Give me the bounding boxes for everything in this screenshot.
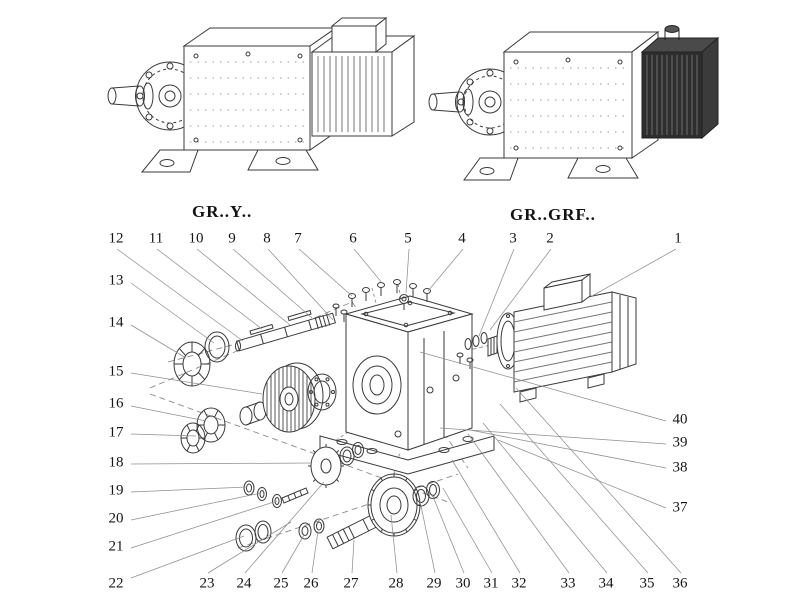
spacer-sleeve <box>239 401 267 426</box>
callout-9: 9 <box>228 230 236 247</box>
shaft-key <box>287 309 312 322</box>
callout-7: 7 <box>294 230 302 247</box>
drawing-gr-y <box>107 16 416 173</box>
callout-38: 38 <box>672 459 688 476</box>
callout-10: 10 <box>188 230 204 247</box>
gear-housing <box>502 30 660 159</box>
callout-4: 4 <box>458 230 466 247</box>
mounting-feet <box>463 157 639 181</box>
callout-31: 31 <box>483 575 499 592</box>
callout-25: 25 <box>273 575 289 592</box>
callout-2: 2 <box>546 230 554 247</box>
model-label-gr-grf: GR..GRF.. <box>510 205 596 224</box>
mounting-feet <box>140 149 319 173</box>
gearbox-housing <box>319 295 495 475</box>
callout-19: 19 <box>108 482 124 499</box>
spur-gear <box>308 444 344 488</box>
callout-39: 39 <box>672 434 688 451</box>
callout-1: 1 <box>674 230 682 247</box>
bearing-seal-stack <box>173 331 337 454</box>
callout-16: 16 <box>108 395 124 412</box>
callout-23: 23 <box>199 575 215 592</box>
callout-30: 30 <box>455 575 471 592</box>
roller-bearing <box>173 341 211 387</box>
callout-24: 24 <box>236 575 252 592</box>
ball-bearing <box>307 373 337 411</box>
leader-lines <box>116 248 682 579</box>
exploded-view <box>149 273 637 552</box>
callout-40: 40 <box>672 411 688 428</box>
finned-cover <box>640 25 720 140</box>
callout-11: 11 <box>148 230 164 247</box>
callout-5: 5 <box>404 230 412 247</box>
callout-27: 27 <box>343 575 359 592</box>
electric-motor <box>310 16 416 137</box>
ball-bearing <box>196 407 226 443</box>
callout-13: 13 <box>108 272 124 289</box>
callout-21: 21 <box>108 538 124 555</box>
callout-18: 18 <box>108 454 124 471</box>
breather-plug-icon <box>399 294 409 310</box>
callout-29: 29 <box>426 575 442 592</box>
callout-15: 15 <box>108 363 124 380</box>
callout-35: 35 <box>639 575 655 592</box>
callout-34: 34 <box>598 575 614 592</box>
callout-20: 20 <box>108 510 124 527</box>
motor-assembly <box>456 273 637 403</box>
shaft-key <box>249 323 274 336</box>
output-shaft-assembly <box>235 473 440 552</box>
housing-bolts <box>332 279 431 322</box>
input-shaft-assembly <box>235 309 337 352</box>
callout-32: 32 <box>511 575 527 592</box>
helical-gear <box>262 362 324 433</box>
callout-17: 17 <box>108 424 124 441</box>
callout-12: 12 <box>108 230 124 247</box>
callout-3: 3 <box>509 230 517 247</box>
callout-6: 6 <box>349 230 357 247</box>
callout-28: 28 <box>388 575 404 592</box>
ball-bearing <box>180 422 206 454</box>
callout-8: 8 <box>263 230 271 247</box>
drawing-gr-grf <box>428 25 720 181</box>
output-gear <box>367 473 421 537</box>
callout-33: 33 <box>560 575 576 592</box>
callout-36: 36 <box>672 575 688 592</box>
model-label-gr-y: GR..Y.. <box>192 202 253 221</box>
callout-22: 22 <box>108 575 124 592</box>
intermediate-gear-set <box>243 442 364 508</box>
callout-37: 37 <box>672 499 688 516</box>
callout-26: 26 <box>303 575 319 592</box>
callout-14: 14 <box>108 314 124 331</box>
